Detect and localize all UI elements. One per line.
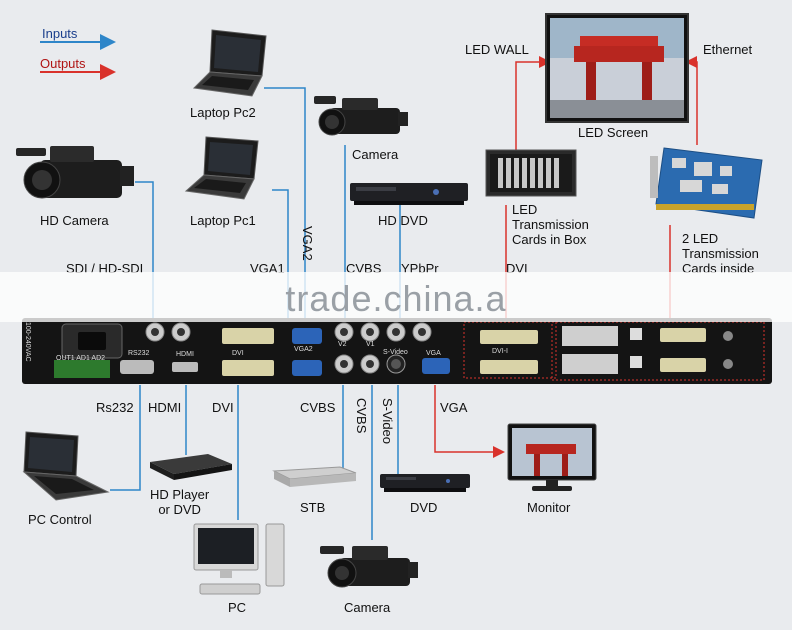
laptop-pc1-label: Laptop Pc1 — [190, 213, 256, 228]
monitor-label: Monitor — [527, 500, 570, 515]
legend-inputs-label: Inputs — [42, 26, 77, 41]
camera-top-label: Camera — [352, 147, 398, 162]
camera-top-icon — [312, 92, 412, 144]
hd-camera-label: HD Camera — [40, 213, 109, 228]
led-tx-card-icon — [650, 142, 768, 222]
laptop-pc2-label: Laptop Pc2 — [190, 105, 256, 120]
led-tx-box-icon — [484, 148, 578, 200]
panel-hdmi-label: HDMI — [176, 351, 194, 358]
panel-v1-label: V1 — [366, 341, 375, 348]
hdmi-port-label: HDMI — [148, 400, 181, 415]
panel-audio-label: OUT1 AD1 AD2 — [56, 355, 105, 362]
dvi-bottom-port-label: DVI — [212, 400, 234, 415]
hd-camera-icon — [14, 142, 138, 208]
camera-bottom-label: Camera — [344, 600, 390, 615]
laptop-pc1-icon — [184, 135, 262, 203]
rs232-port-label: Rs232 — [96, 400, 134, 415]
dvd-label: DVD — [410, 500, 437, 515]
led-tx-box-label: LED Transmission Cards in Box — [512, 202, 589, 247]
ethernet-label: Ethernet — [703, 42, 752, 57]
panel-dvi-i-label: DVI-I — [492, 348, 508, 355]
hd-player-icon — [146, 452, 234, 482]
panel-rs232-label: RS232 — [128, 350, 149, 357]
vga2-port-label: VGA2 — [300, 226, 315, 261]
pc-control-label: PC Control — [28, 512, 92, 527]
panel-vga-label: VGA — [426, 350, 441, 357]
wire-monitor — [435, 385, 502, 452]
panel-power-label: 100-240VAC — [24, 322, 31, 362]
panel-svideo-label: S-Video — [383, 349, 408, 356]
legend-outputs-label: Outputs — [40, 56, 86, 71]
hd-dvd-icon — [348, 181, 470, 207]
monitor-icon — [506, 422, 600, 494]
panel-dvi-label: DVI — [232, 350, 244, 357]
hd-player-label: HD Player or DVD — [150, 487, 209, 517]
laptop-pc2-icon — [192, 28, 270, 100]
svideo-port-label: S-Video — [380, 398, 395, 444]
pc-control-icon — [22, 430, 112, 504]
cvbs-bottom-port-label: CVBS — [300, 400, 335, 415]
hd-dvd-label: HD DVD — [378, 213, 428, 228]
panel-v2-label: V2 — [338, 341, 347, 348]
pc-label: PC — [228, 600, 246, 615]
dvd-icon — [378, 472, 472, 494]
led-tx-inside-label: 2 LED Transmission Cards inside — [682, 231, 759, 276]
led-wall-label: LED WALL — [465, 42, 529, 57]
vga-port-label: VGA — [440, 400, 467, 415]
watermark-text: trade.china.a — [0, 278, 792, 320]
stb-label: STB — [300, 500, 325, 515]
camera-bottom-icon — [318, 540, 422, 596]
led-screen-icon — [544, 12, 690, 124]
pc-icon — [190, 522, 290, 598]
stb-icon — [270, 465, 358, 491]
panel-vga2-label: VGA2 — [294, 346, 313, 353]
led-screen-label: LED Screen — [578, 125, 648, 140]
cvbs-vertical-port-label: CVBS — [354, 398, 369, 433]
